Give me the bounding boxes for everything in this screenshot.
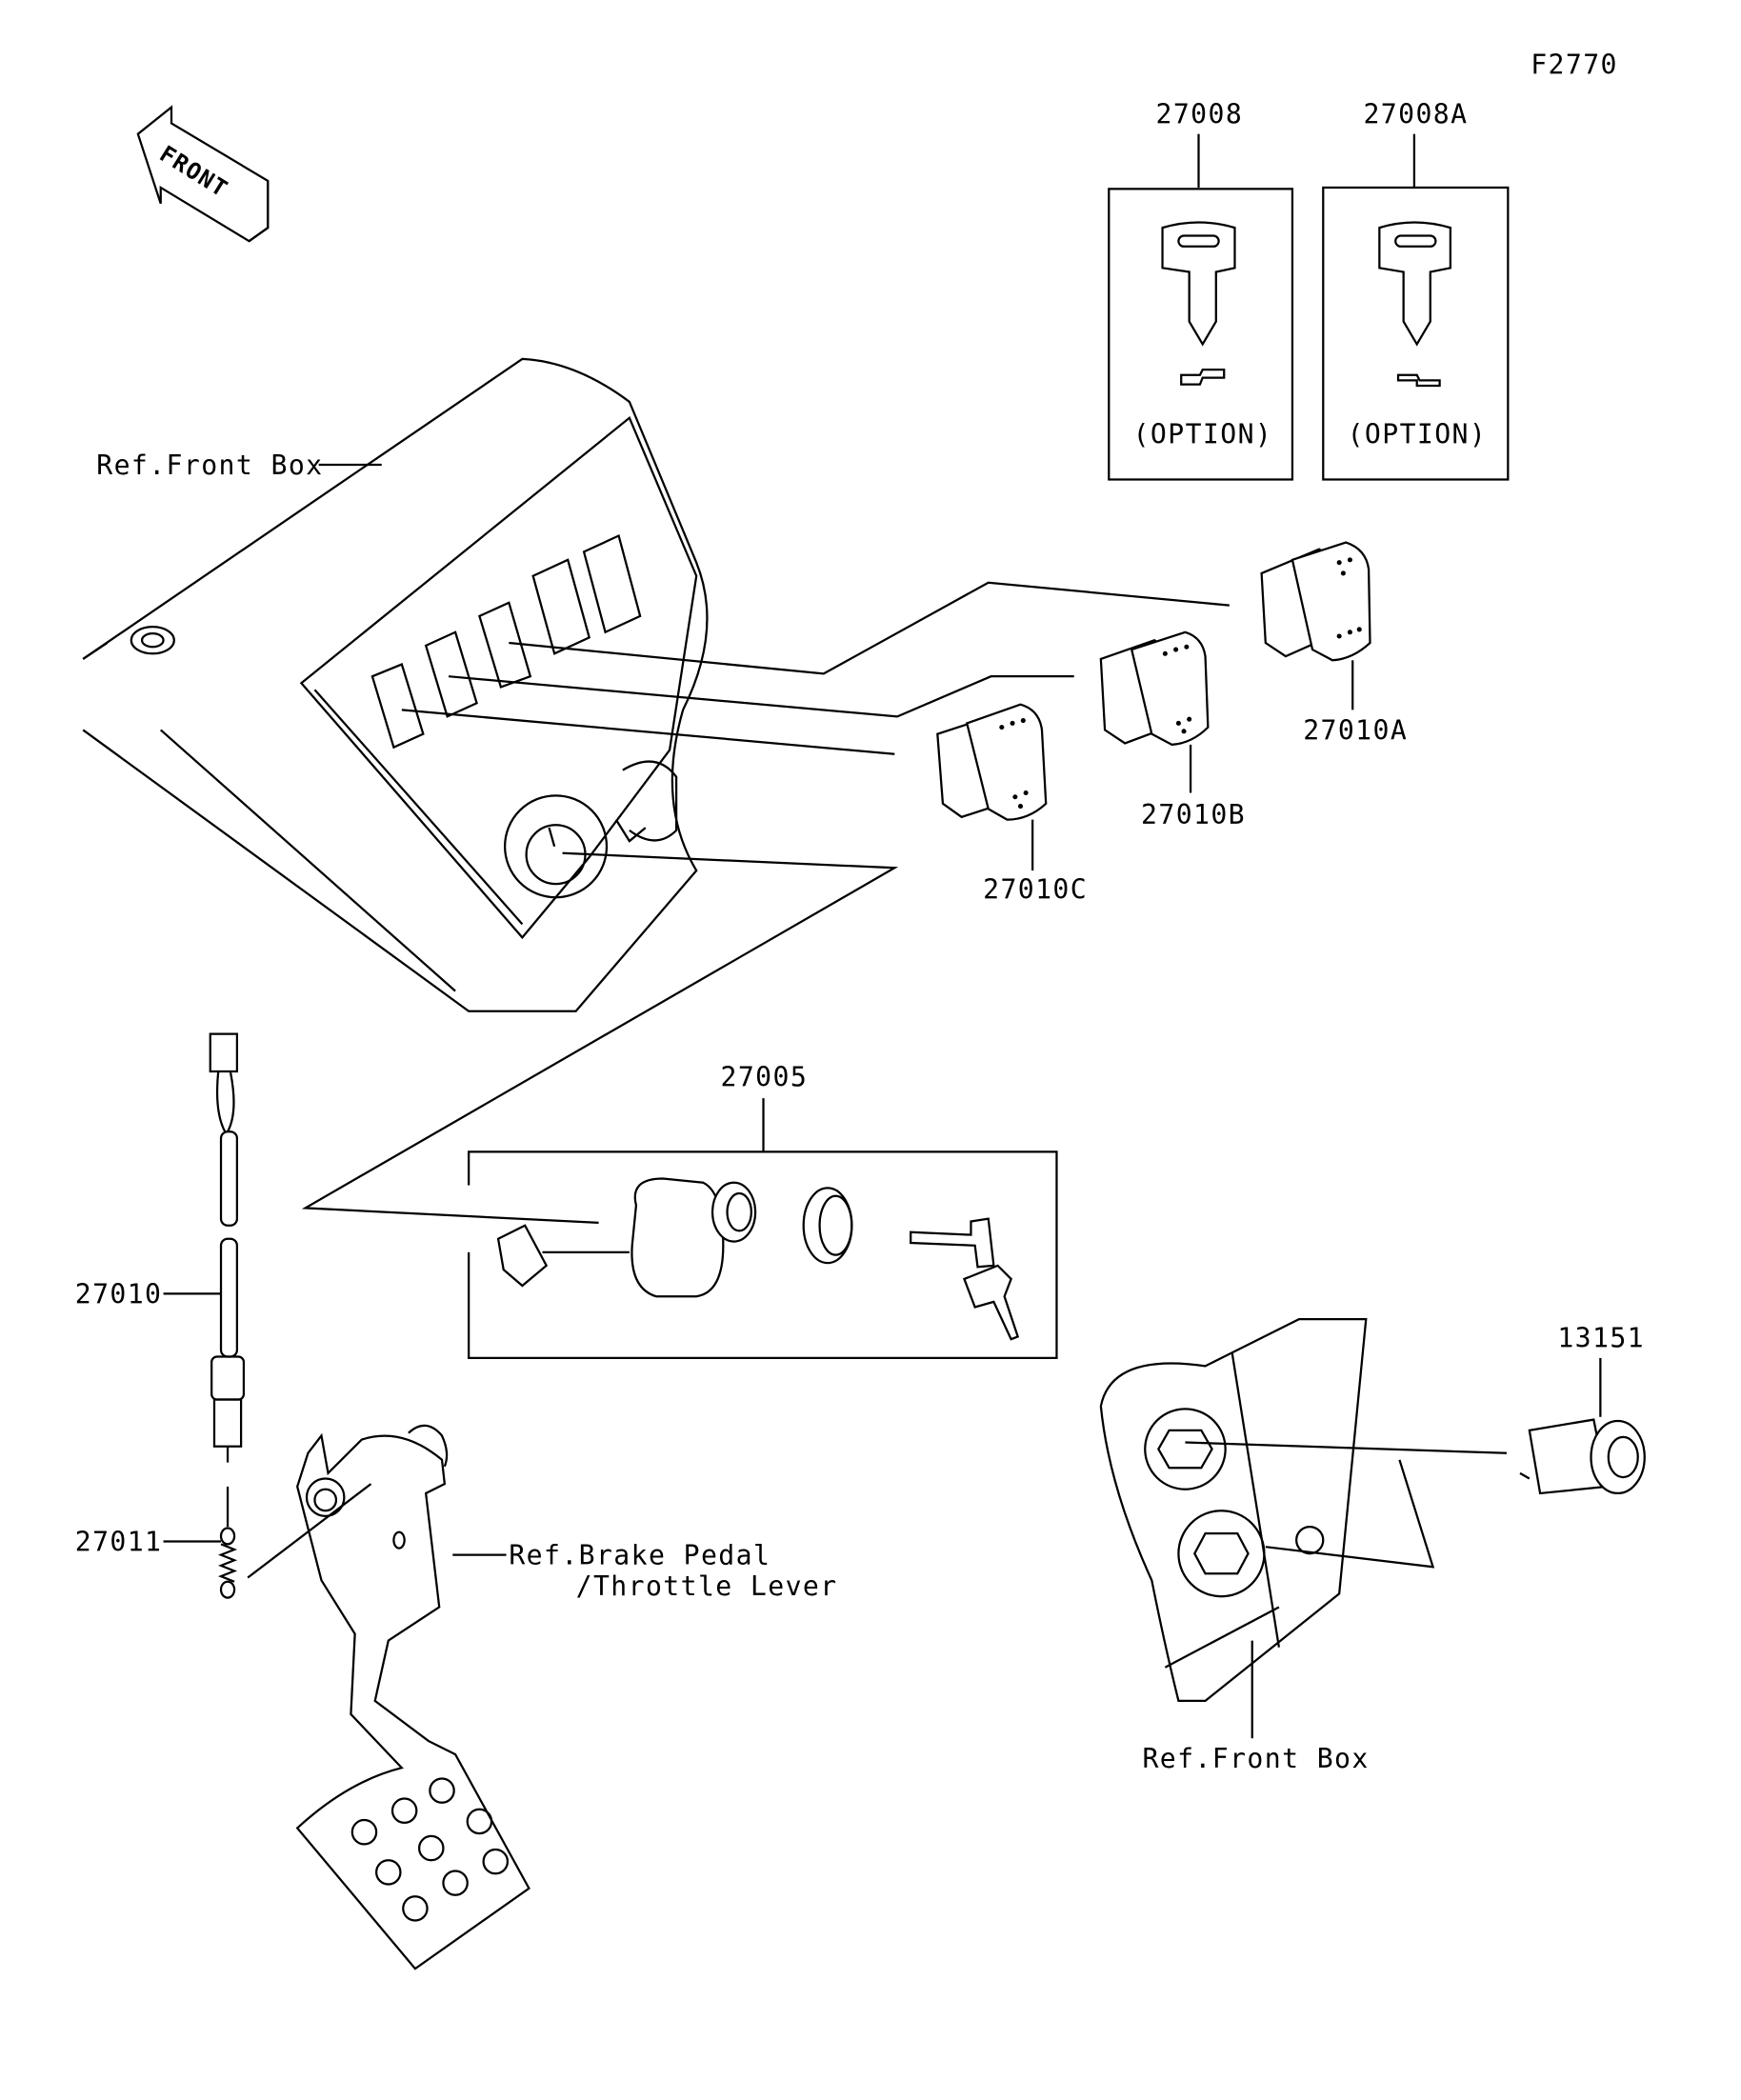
sensor-switch-icon <box>209 1032 246 1463</box>
brake-pedal-ref: Ref.Brake Pedal /Throttle Lever <box>295 1424 838 1970</box>
part-13151[interactable]: 13151 <box>1185 1323 1646 1569</box>
key-icon <box>1378 221 1451 388</box>
ref-brake-pedal-line2: /Throttle Lever <box>576 1570 838 1602</box>
rocker-switch-icon <box>1260 541 1371 662</box>
part-27005[interactable]: 27005 <box>468 1061 1058 1360</box>
ignition-socket-icon <box>503 794 609 899</box>
front-box-panel: Ref.Front Box <box>82 357 709 1012</box>
part-number-27010A[interactable]: 27010A <box>1303 714 1408 746</box>
ref-front-box-top: Ref.Front Box <box>96 450 323 481</box>
nut-icon <box>802 1187 853 1265</box>
option-note-27008A: (OPTION) <box>1348 419 1488 450</box>
rocker-switch-icon <box>936 703 1048 821</box>
ref-brake-pedal-line1: Ref.Brake Pedal <box>509 1539 770 1570</box>
brake-pedal-icon <box>295 1424 530 1970</box>
ignition-switch-icon <box>496 1177 757 1298</box>
part-27010B[interactable]: 27010B <box>1099 630 1246 830</box>
power-socket-icon <box>1519 1418 1646 1495</box>
front-box-lower-panel: Ref.Front Box <box>1099 1318 1369 1774</box>
part-27010[interactable]: 27010 <box>75 1032 246 1463</box>
part-27010C[interactable]: 27010C <box>936 703 1088 906</box>
switch-slots <box>370 533 642 750</box>
spring-icon <box>217 1527 238 1599</box>
part-27011[interactable]: 27011 <box>75 1483 372 1599</box>
front-arrow-icon: FRONT <box>136 105 270 243</box>
part-number-27008A[interactable]: 27008A <box>1363 98 1468 130</box>
part-number-27005[interactable]: 27005 <box>721 1061 809 1092</box>
part-number-27010B[interactable]: 27010B <box>1141 799 1246 830</box>
leader-lines <box>301 581 1230 1225</box>
pedal-holes <box>350 1777 510 1922</box>
figure-code: F2770 <box>1531 49 1618 80</box>
part-number-27011[interactable]: 27011 <box>75 1526 163 1557</box>
option-note-27008: (OPTION) <box>1133 419 1273 450</box>
part-number-13151[interactable]: 13151 <box>1557 1323 1645 1354</box>
part-number-27010[interactable]: 27010 <box>75 1278 163 1310</box>
part-number-27010C[interactable]: 27010C <box>983 874 1088 906</box>
part-number-27008[interactable]: 27008 <box>1156 98 1244 130</box>
keys-icon <box>910 1217 1020 1341</box>
part-27008[interactable]: 27008 (OPTION) <box>1108 98 1294 481</box>
part-27010A[interactable]: 27010A <box>1260 541 1409 747</box>
rocker-switch-icon <box>1099 630 1210 747</box>
part-27008A[interactable]: 27008A (OPTION) <box>1322 98 1510 481</box>
key-icon <box>1161 221 1236 386</box>
ref-front-box-bottom: Ref.Front Box <box>1142 1743 1369 1774</box>
